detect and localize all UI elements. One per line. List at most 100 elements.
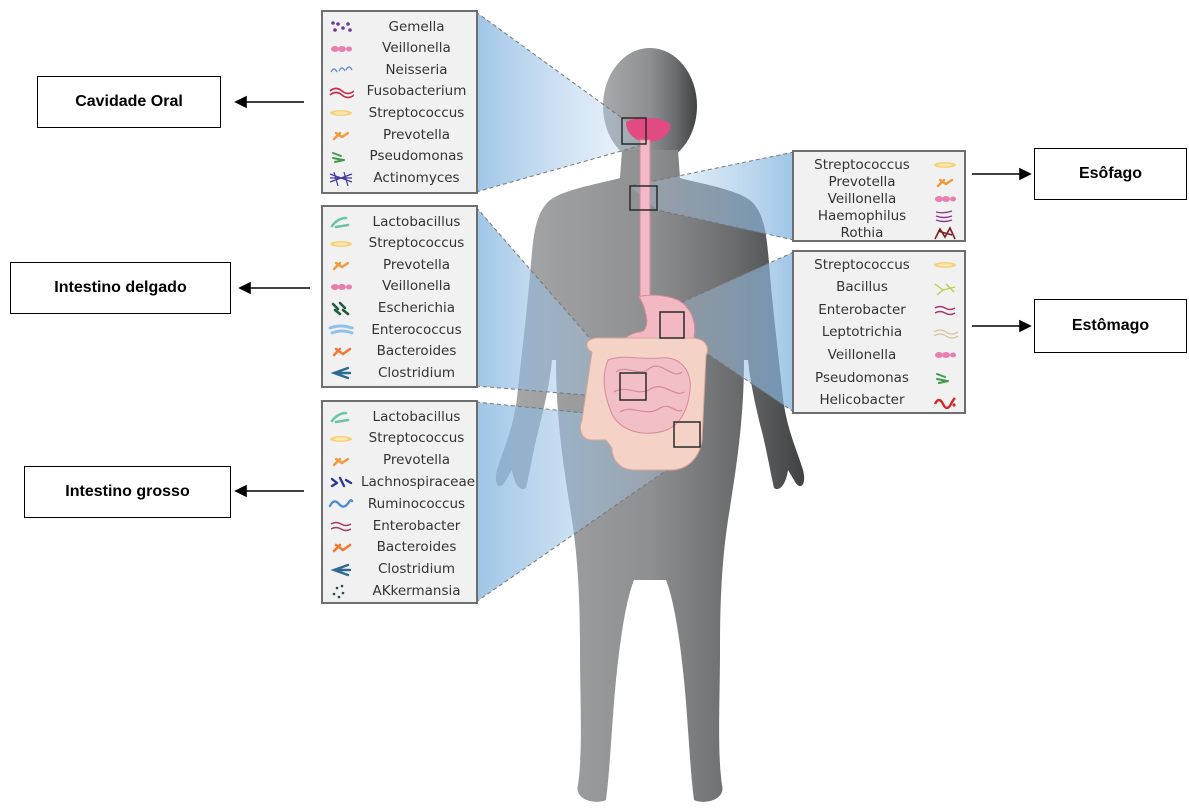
bacteria-name: Streptococcus <box>361 235 472 251</box>
lactobacillus-icon <box>328 214 354 229</box>
bacteria-name: Lactobacillus <box>361 409 472 425</box>
arrow-head-stomach <box>1020 321 1030 331</box>
bacteria-name: Helicobacter <box>798 392 926 408</box>
bacteria-row: Leptotrichia <box>794 322 964 343</box>
arrow-head-esophagus <box>1020 169 1030 179</box>
bacteria-name: Streptococcus <box>361 105 472 121</box>
bacteria-row: Enterobacter <box>323 515 476 536</box>
bacteria-row: Enterobacter <box>794 299 964 320</box>
streptococcus-icon <box>932 257 958 272</box>
bacteria-row: Streptococcus <box>323 233 476 254</box>
bacteria-row: Prevotella <box>323 450 476 471</box>
bacteria-name: Rothia <box>798 225 926 241</box>
enterobacter-icon <box>932 302 958 317</box>
bacteria-row: Bacteroides <box>323 537 476 558</box>
bacteria-name: Leptotrichia <box>798 324 926 340</box>
esophagus-bacteria-panel: StreptococcusPrevotellaVeillonellaHaemop… <box>792 150 966 242</box>
streptococcus-icon <box>328 236 354 251</box>
veillonella-icon <box>932 191 958 206</box>
bacteria-row: Veillonella <box>323 38 476 59</box>
bacteria-name: Clostridium <box>361 561 472 577</box>
bacteria-name: Bacteroides <box>361 539 472 555</box>
bacteroides-icon <box>328 344 354 359</box>
bacteria-row: Bacteroides <box>323 341 476 362</box>
bacteria-row: Streptococcus <box>323 102 476 123</box>
bacteria-row: Fusobacterium <box>323 81 476 102</box>
bacteria-row: Neisseria <box>323 59 476 80</box>
bacteria-row: Veillonella <box>794 344 964 365</box>
bacteria-name: Ruminococcus <box>361 496 472 512</box>
bacteria-row: Gemella <box>323 16 476 37</box>
bacteria-name: Clostridium <box>361 365 472 381</box>
pseudomonas-icon <box>932 370 958 385</box>
bacteria-name: Enterobacter <box>361 518 472 534</box>
label-cavidade-oral: Cavidade Oral <box>37 76 221 128</box>
pseudomonas-icon <box>328 149 354 164</box>
prevotella-icon <box>328 453 354 468</box>
bacteria-name: Lactobacillus <box>361 214 472 230</box>
bacteria-name: Veillonella <box>361 278 472 294</box>
bacteria-name: Bacillus <box>798 279 926 295</box>
bacillus-icon <box>932 280 958 295</box>
helicobacter-icon <box>932 393 958 408</box>
prevotella-icon <box>328 257 354 272</box>
actinomyces-icon <box>328 170 354 185</box>
arrow-head-oral <box>236 97 246 107</box>
bacteria-row: Actinomyces <box>323 167 476 188</box>
label-esofago: Esôfago <box>1034 148 1187 200</box>
ruminococcus-icon <box>328 496 354 511</box>
enterobacter-icon <box>328 518 354 533</box>
bacteria-row: Helicobacter <box>794 390 964 411</box>
bacteria-name: Actinomyces <box>361 170 472 186</box>
bacteria-name: Enterococcus <box>361 322 472 338</box>
bacteria-row: Prevotella <box>323 254 476 275</box>
bacteria-row: Veillonella <box>323 276 476 297</box>
arrow-head-small-intestine <box>240 283 250 293</box>
bacteroides-icon <box>328 540 354 555</box>
veillonella-icon <box>328 41 354 56</box>
rothia-icon <box>932 225 958 240</box>
clostridium-icon <box>328 365 354 380</box>
bacteria-name: Prevotella <box>361 257 472 273</box>
bacteria-name: Escherichia <box>361 300 472 316</box>
fusobacterium-icon <box>328 84 354 99</box>
arrow-head-large-intestine <box>236 486 246 496</box>
bacteria-row: Streptococcus <box>794 254 964 275</box>
bacteria-name: Fusobacterium <box>361 83 472 99</box>
lachnospiraceae-icon <box>328 474 354 489</box>
bacteria-row: Streptococcus <box>323 428 476 449</box>
label-intestino-delgado: Intestino delgado <box>10 262 231 314</box>
label-intestino-grosso: Intestino grosso <box>24 466 231 518</box>
bacteria-name: Neisseria <box>361 62 472 78</box>
bacteria-row: Lactobacillus <box>323 211 476 232</box>
bacteria-name: Streptococcus <box>798 257 926 273</box>
bacteria-row: Prevotella <box>323 124 476 145</box>
bacteria-name: Streptococcus <box>361 430 472 446</box>
streptococcus-icon <box>328 431 354 446</box>
bacteria-name: Veillonella <box>798 347 926 363</box>
veillonella-icon <box>328 279 354 294</box>
streptococcus-icon <box>932 157 958 172</box>
bacteria-name: Veillonella <box>361 40 472 56</box>
bacteria-row: Lachnospiraceae <box>323 471 476 492</box>
akkermansia-icon <box>328 583 354 598</box>
streptococcus-icon <box>328 105 354 120</box>
bacteria-row: Bacillus <box>794 277 964 298</box>
prevotella-icon <box>328 127 354 142</box>
bacteria-row: Clostridium <box>323 362 476 383</box>
lactobacillus-icon <box>328 409 354 424</box>
bacteria-name: Prevotella <box>361 452 472 468</box>
neisseria-icon <box>328 62 354 77</box>
bacteria-name: AKkermansia <box>361 583 472 599</box>
bacteria-name: Lachnospiraceae <box>361 474 472 490</box>
bacteria-name: Gemella <box>361 19 472 35</box>
prevotella-icon <box>932 174 958 189</box>
bacteria-row: Escherichia <box>323 297 476 318</box>
bacteria-row: Clostridium <box>323 559 476 580</box>
bacteria-name: Pseudomonas <box>798 370 926 386</box>
leptotrichia-icon <box>932 325 958 340</box>
bacteria-name: Enterobacter <box>798 302 926 318</box>
label-estomago: Estômago <box>1034 299 1187 353</box>
